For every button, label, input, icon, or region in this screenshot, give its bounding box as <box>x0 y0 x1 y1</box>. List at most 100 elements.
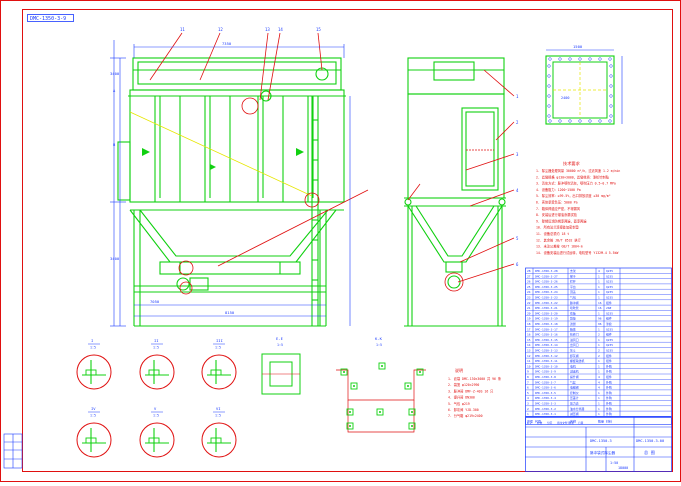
revision-header: 标记 <box>527 421 533 425</box>
parts-cell: 14 <box>527 343 531 347</box>
small-note-line: 4. 提升阀 DN300 <box>448 395 475 400</box>
detail-scale: 1:5 <box>153 414 159 418</box>
detail-view-5: V1:5 <box>139 406 175 458</box>
parts-cell: DMC-1350-3-5 <box>535 391 556 395</box>
parts-cell: DMC-1350-3-6 <box>535 386 556 390</box>
tech-note-line: 2. 滤袋规格 φ130×3000，滤袋材质：涤纶针刺毡 <box>536 174 610 179</box>
parts-cell: 11 <box>527 359 531 363</box>
detail-view-2: II1:5 <box>139 338 175 390</box>
bolt-square <box>404 382 412 390</box>
parts-cell: DMC-1350-3-13 <box>535 349 558 353</box>
parts-cell: 1 <box>598 338 600 342</box>
parts-cell: Q235 <box>606 290 613 294</box>
parts-cell: 20# <box>606 306 611 310</box>
parts-cell: DMC-1350-3-19 <box>535 317 558 321</box>
parts-cell: DMC-1350-3-11 <box>535 359 558 363</box>
parts-cell: 1 <box>598 396 600 400</box>
parts-cell: 组件 <box>606 358 612 363</box>
parts-cell: 1 <box>598 364 600 368</box>
parts-cell: DMC-1350-3-14 <box>535 343 558 347</box>
parts-cell: 96 <box>598 317 602 321</box>
parts-cell: 外购 <box>606 385 612 390</box>
detail-views: I1:5II1:5III1:5IV1:5V1:5VI1:5E-E1:5K-K1:… <box>76 336 383 458</box>
detail-view-6: VI1:5 <box>201 406 237 458</box>
side-callout-3: 3 <box>516 152 519 157</box>
parts-cell: 2 <box>598 354 600 358</box>
parts-cell: 1 <box>598 402 600 406</box>
parts-cell: 组件 <box>606 332 612 337</box>
parts-cell: DMC-1350-3-3 <box>535 402 556 406</box>
parts-cell: 支架 <box>570 268 576 273</box>
parts-cell: 3 <box>527 402 529 406</box>
parts-cell: 1 <box>598 407 600 411</box>
bolt-square <box>378 362 386 370</box>
parts-cell: Q235 <box>606 343 613 347</box>
parts-cell: 涤纶 <box>606 321 612 326</box>
detail-id: I <box>91 338 93 343</box>
callout-14: 14 <box>278 27 283 32</box>
parts-cell: 2 <box>598 349 600 353</box>
parts-cell: 外购 <box>606 379 612 384</box>
parts-cell: 6 <box>527 386 529 390</box>
parts-cell: 20 <box>527 311 531 315</box>
technical-requirements: 技术要求 1. 除尘器处理风量 30000 m³/h，过滤风速 1.2 m/mi… <box>536 160 620 255</box>
left-binding-block <box>3 433 23 469</box>
parts-cell: 16 <box>598 301 602 305</box>
parts-cell: 1 <box>598 327 600 331</box>
parts-cell: 压差计 <box>570 395 579 400</box>
plan-view: 1500 2400 <box>545 44 623 125</box>
parts-cell: 18 <box>527 322 531 326</box>
parts-cell: 2 <box>527 407 529 411</box>
bolt-hole <box>379 411 381 413</box>
side-callout-1: 1 <box>516 94 519 99</box>
title-drawing-name: DMC-1350-3 <box>590 439 612 443</box>
parts-cell: 13 <box>527 349 531 353</box>
parts-header-cell: 数量 <box>598 418 604 423</box>
parts-cell: DMC-1350-3-15 <box>535 338 558 342</box>
parts-cell: Q235 <box>606 269 613 273</box>
parts-cell: 花板 <box>570 310 576 315</box>
parts-cell: Q235 <box>606 274 613 278</box>
tech-note-line: 10. 所有法兰连接处加密封垫 <box>536 225 580 230</box>
parts-cell: 油水分离器 <box>570 406 585 411</box>
parts-cell: DMC-1350-3-25 <box>535 285 558 289</box>
bolt-hole <box>349 411 351 413</box>
tech-note-line: 8. 安装后进行煤油渗漏试验 <box>536 212 578 217</box>
bolt-hole <box>411 425 413 427</box>
title-code: DMC-1350-3-00 <box>636 439 664 443</box>
parts-cell: 外购 <box>606 390 612 395</box>
small-note-line: 1. 滤袋 DMC-130×3000 共 96 条 <box>448 376 502 381</box>
detail-scale: 1:5 <box>90 346 96 350</box>
parts-cell: DMC-1350-3-18 <box>535 322 558 326</box>
parts-cell: 23 <box>527 296 531 300</box>
revision-header: 签名 <box>569 421 575 425</box>
parts-cell: DMC-1350-3-26 <box>535 280 558 284</box>
parts-cell: 梯子 <box>570 273 576 278</box>
parts-cell: 26 <box>527 280 531 284</box>
parts-cell: 进风口 <box>570 337 579 342</box>
detail-view-4: IV1:5 <box>76 406 112 458</box>
bolt-square <box>376 408 384 416</box>
parts-cell: 气缸 <box>570 379 576 384</box>
parts-cell: DMC-1350-3-17 <box>535 327 558 331</box>
parts-cell: 10 <box>527 364 531 368</box>
parts-cell: 箱体 <box>570 326 576 331</box>
parts-cell: 控制仪 <box>570 390 579 395</box>
parts-cell: 组件 <box>606 300 612 305</box>
parts-cell: 出风口 <box>570 342 579 347</box>
parts-cell: 外购 <box>606 363 612 368</box>
parts-cell: 栏杆 <box>570 279 576 284</box>
title-product: 脉冲袋式除尘器 <box>590 450 616 455</box>
side-tag-b: B <box>113 142 116 147</box>
parts-header-cell: 名称 <box>570 418 576 423</box>
